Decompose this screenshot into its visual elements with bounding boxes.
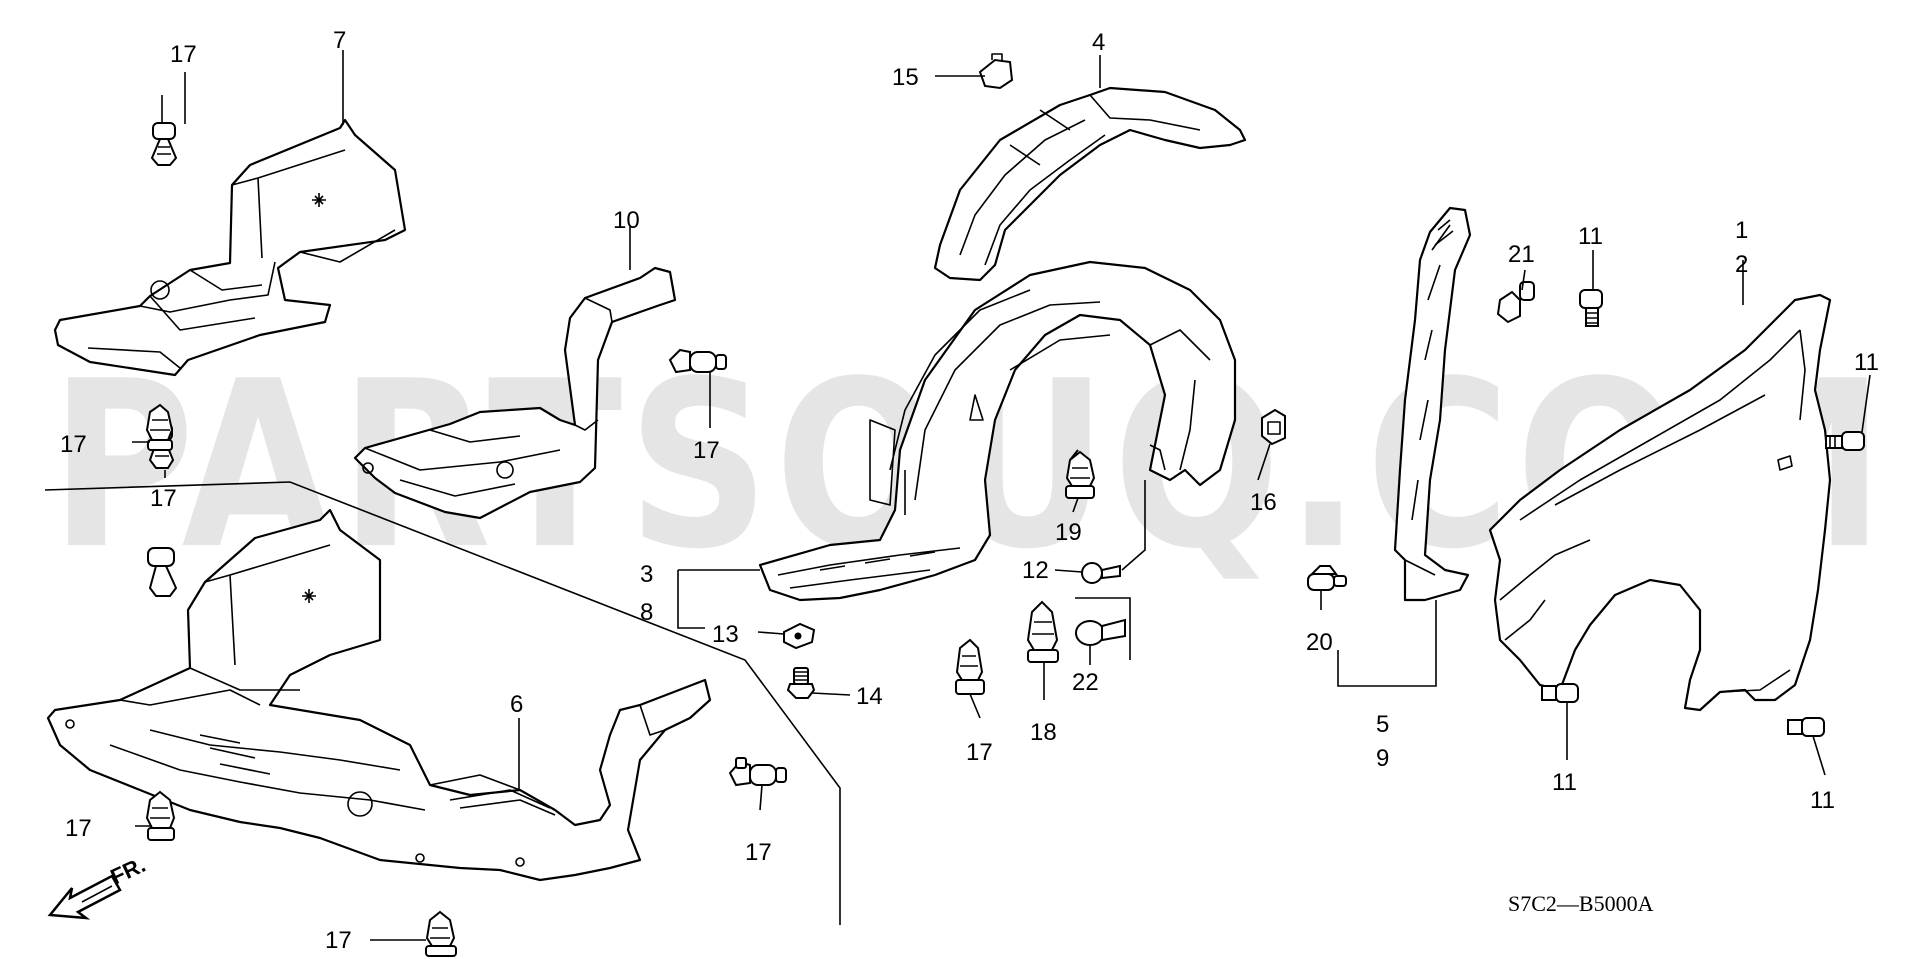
callout-22: 22 (1072, 669, 1099, 696)
callout-11-a: 11 (1578, 223, 1603, 250)
callout-17-a: 17 (170, 41, 197, 68)
bolt-12[interactable] (1081, 562, 1121, 584)
part-fender-liner-upper[interactable] (933, 86, 1247, 282)
callout-19: 19 (1055, 519, 1082, 546)
callout-18: 18 (1030, 719, 1057, 746)
callout-13: 13 (712, 621, 739, 648)
bolt-11-c[interactable] (1541, 683, 1579, 703)
callout-21: 21 (1508, 241, 1535, 268)
callout-12: 12 (1022, 557, 1049, 584)
clip-15[interactable] (978, 53, 1014, 90)
front-direction-indicator: FR. (47, 852, 149, 920)
bolt-11-b[interactable] (1825, 431, 1865, 451)
clip-fastener-f[interactable] (425, 910, 457, 957)
bolt-11-d[interactable] (1787, 717, 1825, 737)
callout-11-c: 11 (1552, 769, 1577, 796)
clip-16[interactable] (1261, 408, 1286, 446)
callout-17-b: 17 (60, 431, 87, 458)
part-fender-liner-main[interactable] (758, 260, 1237, 602)
stud-14[interactable] (786, 667, 816, 699)
callout-17-d: 17 (693, 437, 720, 464)
callout-5: 5 (1376, 711, 1389, 738)
clip-fastener-18[interactable] (1026, 600, 1059, 663)
clip-fastener-e[interactable] (145, 790, 176, 841)
callout-1: 1 (1735, 217, 1748, 244)
callout-16: 16 (1250, 489, 1277, 516)
clip-nut-13[interactable] (783, 622, 816, 650)
clip-21[interactable] (1496, 281, 1535, 324)
callout-6: 6 (510, 691, 523, 718)
clip-fastener-d[interactable] (147, 547, 178, 597)
grommet-22[interactable] (1075, 618, 1126, 646)
bolt-11-a[interactable] (1579, 289, 1603, 327)
clip-fastener-a[interactable] (150, 122, 178, 166)
callout-15: 15 (892, 64, 919, 91)
part-front-fender[interactable] (1488, 293, 1832, 712)
part-engine-undercover[interactable] (46, 508, 712, 882)
callout-17-e: 17 (966, 739, 993, 766)
callout-2: 2 (1735, 251, 1748, 278)
front-arrow-icon (47, 874, 122, 920)
clip-fastener-g[interactable] (668, 348, 727, 374)
clip-fastener-j[interactable] (1065, 450, 1096, 499)
callouts: 17 7 17 17 10 17 15 4 16 19 12 3 8 13 14… (60, 27, 1879, 954)
part-splash-shield-upper[interactable] (53, 118, 407, 377)
clip-fastener-i[interactable] (955, 638, 985, 695)
callout-14: 14 (856, 683, 883, 710)
clip-19[interactable] (1069, 449, 1079, 461)
callout-10: 10 (613, 207, 640, 234)
callout-8: 8 (640, 599, 653, 626)
callout-17-f: 17 (745, 839, 772, 866)
callout-17-c: 17 (150, 485, 177, 512)
part-shield-bracket[interactable] (353, 266, 677, 520)
callout-3: 3 (640, 561, 653, 588)
callout-17-h: 17 (325, 927, 352, 954)
callout-4: 4 (1092, 29, 1105, 56)
callout-11-b: 11 (1854, 349, 1879, 376)
diagram-code: S7C2—B5000A (1508, 891, 1654, 916)
callout-9: 9 (1376, 745, 1389, 772)
callout-17-g: 17 (65, 815, 92, 842)
callout-7: 7 (333, 27, 346, 54)
guide-line (44, 481, 841, 925)
leader-lines (132, 50, 1871, 941)
clip-fastener-k[interactable] (735, 757, 747, 769)
clip-fastener-c[interactable] (145, 403, 174, 451)
callout-11-d: 11 (1810, 787, 1835, 814)
callout-20: 20 (1306, 629, 1333, 656)
part-fender-support[interactable] (1393, 206, 1472, 602)
